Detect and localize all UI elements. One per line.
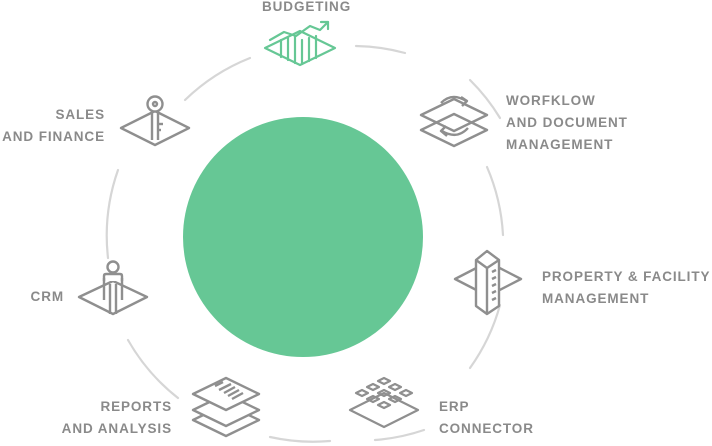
key-icon [119,95,191,147]
label-crm: CRM [30,289,64,304]
bar-chart-trend-icon [263,20,337,67]
person-icon [77,260,149,316]
label-sales: SALES AND FINANCE [2,107,105,144]
label-erp: ERP CONNECTOR [439,399,534,436]
stacked-reports-icon [191,376,261,438]
label-reports: REPORTS AND ANALYSIS [61,399,172,436]
label-workflow: WORFKLOW AND DOCUMENT MANAGEMENT [506,93,628,152]
building-icon [453,249,523,316]
label-budgeting: BUDGETING [262,0,352,14]
center-circle [183,117,423,357]
label-property: PROPERTY & FACILITY MANAGEMENT [542,269,711,306]
document-cycle-icon [419,95,489,148]
outer-ring [105,44,505,443]
connector-grid-icon [348,376,420,429]
